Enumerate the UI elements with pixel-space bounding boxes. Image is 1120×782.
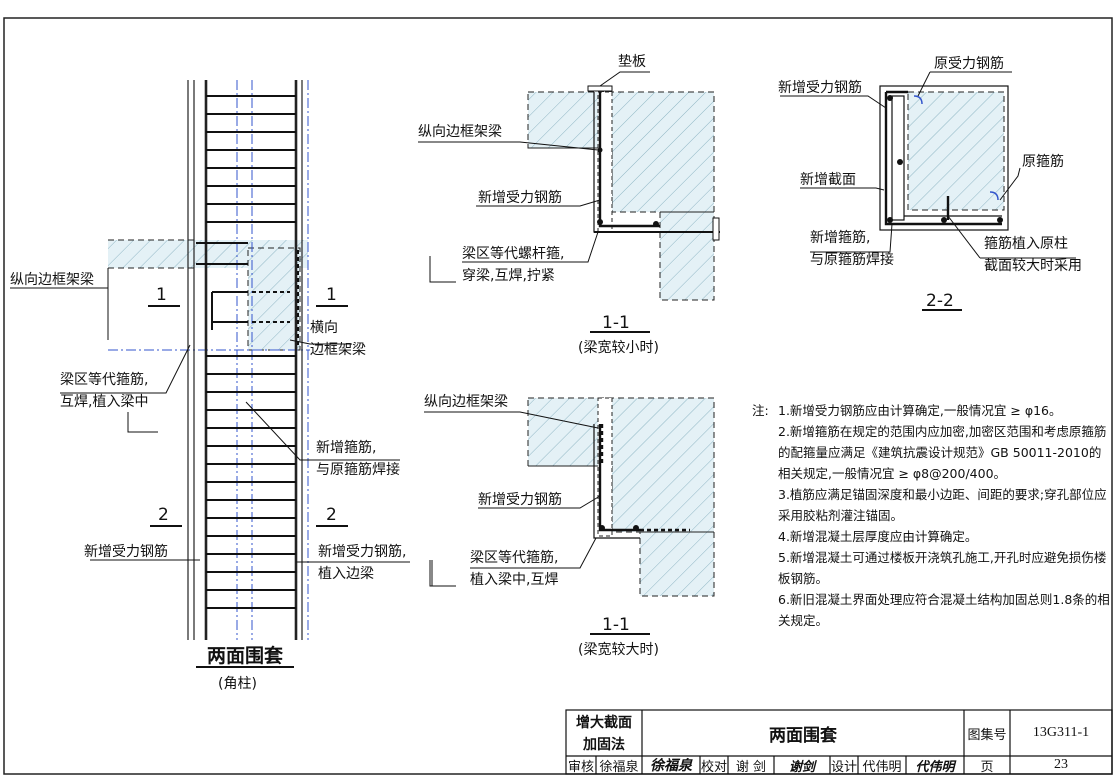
new-section-label: 新增截面	[800, 172, 856, 188]
section-mark-1-left: 1	[156, 285, 167, 305]
section-2-2-mark: 2-2	[926, 291, 954, 311]
note-item-5: 5.新增混凝土可通过楼板开浇筑孔施工,开孔时应避免损伤楼板钢筋。	[778, 550, 1107, 586]
eq-stirrup-label-2: 互焊,植入梁中	[60, 394, 148, 410]
section-mark-2-left: 2	[158, 505, 169, 525]
note-item-6: 6.新旧混凝土界面处理应符合混凝土结构加固总则1.8条的相关规定。	[778, 592, 1110, 628]
section-1-1-large	[424, 397, 715, 635]
eq-stirrup-label-1: 梁区等代箍筋,	[60, 371, 148, 388]
column-elevation	[10, 80, 433, 668]
bolt-stirrup-label-2: 穿梁,互焊,拧紧	[462, 268, 555, 284]
new-stirrup-mid-label-1: 新增箍筋,	[316, 439, 376, 456]
rebar-top-label: 新增受力钢筋	[478, 189, 562, 206]
long-beam-mid-label: 纵向边框架梁	[424, 394, 508, 410]
tb-checker: 谢 剑	[735, 759, 767, 775]
tb-designer: 代伟明	[862, 759, 902, 775]
tb-check-label: 校对	[700, 759, 727, 775]
drawing-border	[3, 17, 1113, 775]
trans-beam-label-1: 横向	[310, 320, 338, 336]
new-stirrup-22-label-2: 与原箍筋焊接	[810, 251, 894, 268]
new-rebar-right-label-2: 植入边梁	[318, 566, 374, 582]
new-rebar-right-label-1: 新增受力钢筋,	[318, 543, 406, 560]
tb-page-label: 页	[980, 759, 994, 775]
tb-category-2: 加固法	[583, 737, 625, 753]
tb-review-label: 审核	[567, 759, 594, 775]
long-beam-top-label: 纵向边框架梁	[418, 124, 502, 140]
new-rebar-22-label: 新增受力钢筋	[778, 79, 862, 96]
tb-reviewer-signature: 徐福泉	[650, 759, 692, 774]
tb-designer-signature: 代伟明	[915, 758, 955, 774]
notes-block: 注: 1.新增受力钢筋应由计算确定,一般情况宜 ≥ φ16。 2.新增箍筋在规定的…	[752, 400, 1110, 631]
tb-design-label: 设计	[830, 759, 857, 775]
section-1-1-bottom-mark: 1-1	[602, 615, 630, 635]
implant-label-1: 箍筋植入原柱	[984, 235, 1068, 252]
new-rebar-left-label: 新增受力钢筋	[84, 543, 168, 560]
section-1-1-small	[418, 71, 720, 333]
eq-stirrup-b-label-1: 梁区等代箍筋,	[470, 549, 558, 566]
tb-drawing-title: 两面围套	[769, 725, 837, 746]
note-item-4: 4.新增混凝土层厚度应由计算确定。	[778, 529, 978, 544]
section-1-1-top-note: (梁宽较小时)	[578, 339, 659, 356]
main-subtitle: (角柱)	[218, 676, 257, 692]
section-mark-1-right: 1	[326, 285, 337, 305]
note-item-2: 2.新增箍筋在规定的范围内应加密,加密区范围和考虑原箍筋的配箍量应满足《建筑抗震…	[778, 424, 1107, 481]
rebar-mid-label: 新增受力钢筋	[478, 491, 562, 508]
section-2-2	[780, 71, 1076, 311]
title-block-grid	[565, 709, 1113, 775]
tb-category-1: 增大截面	[576, 715, 632, 731]
long-beam-label-left: 纵向边框架梁	[10, 272, 94, 288]
section-1-1-top-mark: 1-1	[602, 313, 630, 333]
section-1-1-bottom-note: (梁宽较大时)	[578, 641, 659, 658]
orig-rebar-label: 原受力钢筋	[934, 55, 1004, 72]
eq-stirrup-b-label-2: 植入梁中,互焊	[470, 572, 558, 588]
tb-atlas-label: 图集号	[967, 727, 1007, 743]
main-title: 两面围套	[207, 644, 284, 667]
tb-page-no: 23	[1054, 757, 1068, 772]
implant-label-2: 截面较大时采用	[984, 258, 1082, 274]
trans-beam-label-2: 边框架梁	[310, 342, 366, 358]
note-item-3: 3.植筋应满足锚固深度和最小边距、间距的要求;穿孔部位应采用胶粘剂灌注锚固。	[778, 487, 1107, 523]
new-stirrup-22-label-1: 新增箍筋,	[810, 229, 870, 246]
new-stirrup-mid-label-2: 与原箍筋焊接	[316, 461, 400, 478]
note-item-1: 1.新增受力钢筋应由计算确定,一般情况宜 ≥ φ16。	[778, 403, 1062, 418]
notes-prefix: 注:	[752, 403, 769, 418]
bolt-stirrup-label-1: 梁区等代螺杆箍,	[462, 245, 564, 262]
tb-checker-signature: 谢剑	[788, 758, 815, 774]
pad-label: 垫板	[618, 54, 646, 70]
tb-reviewer: 徐福泉	[599, 759, 639, 775]
section-mark-2-right: 2	[326, 505, 337, 525]
tb-atlas-no: 13G311-1	[1032, 725, 1090, 740]
orig-stirrup-label: 原箍筋	[1022, 153, 1064, 170]
